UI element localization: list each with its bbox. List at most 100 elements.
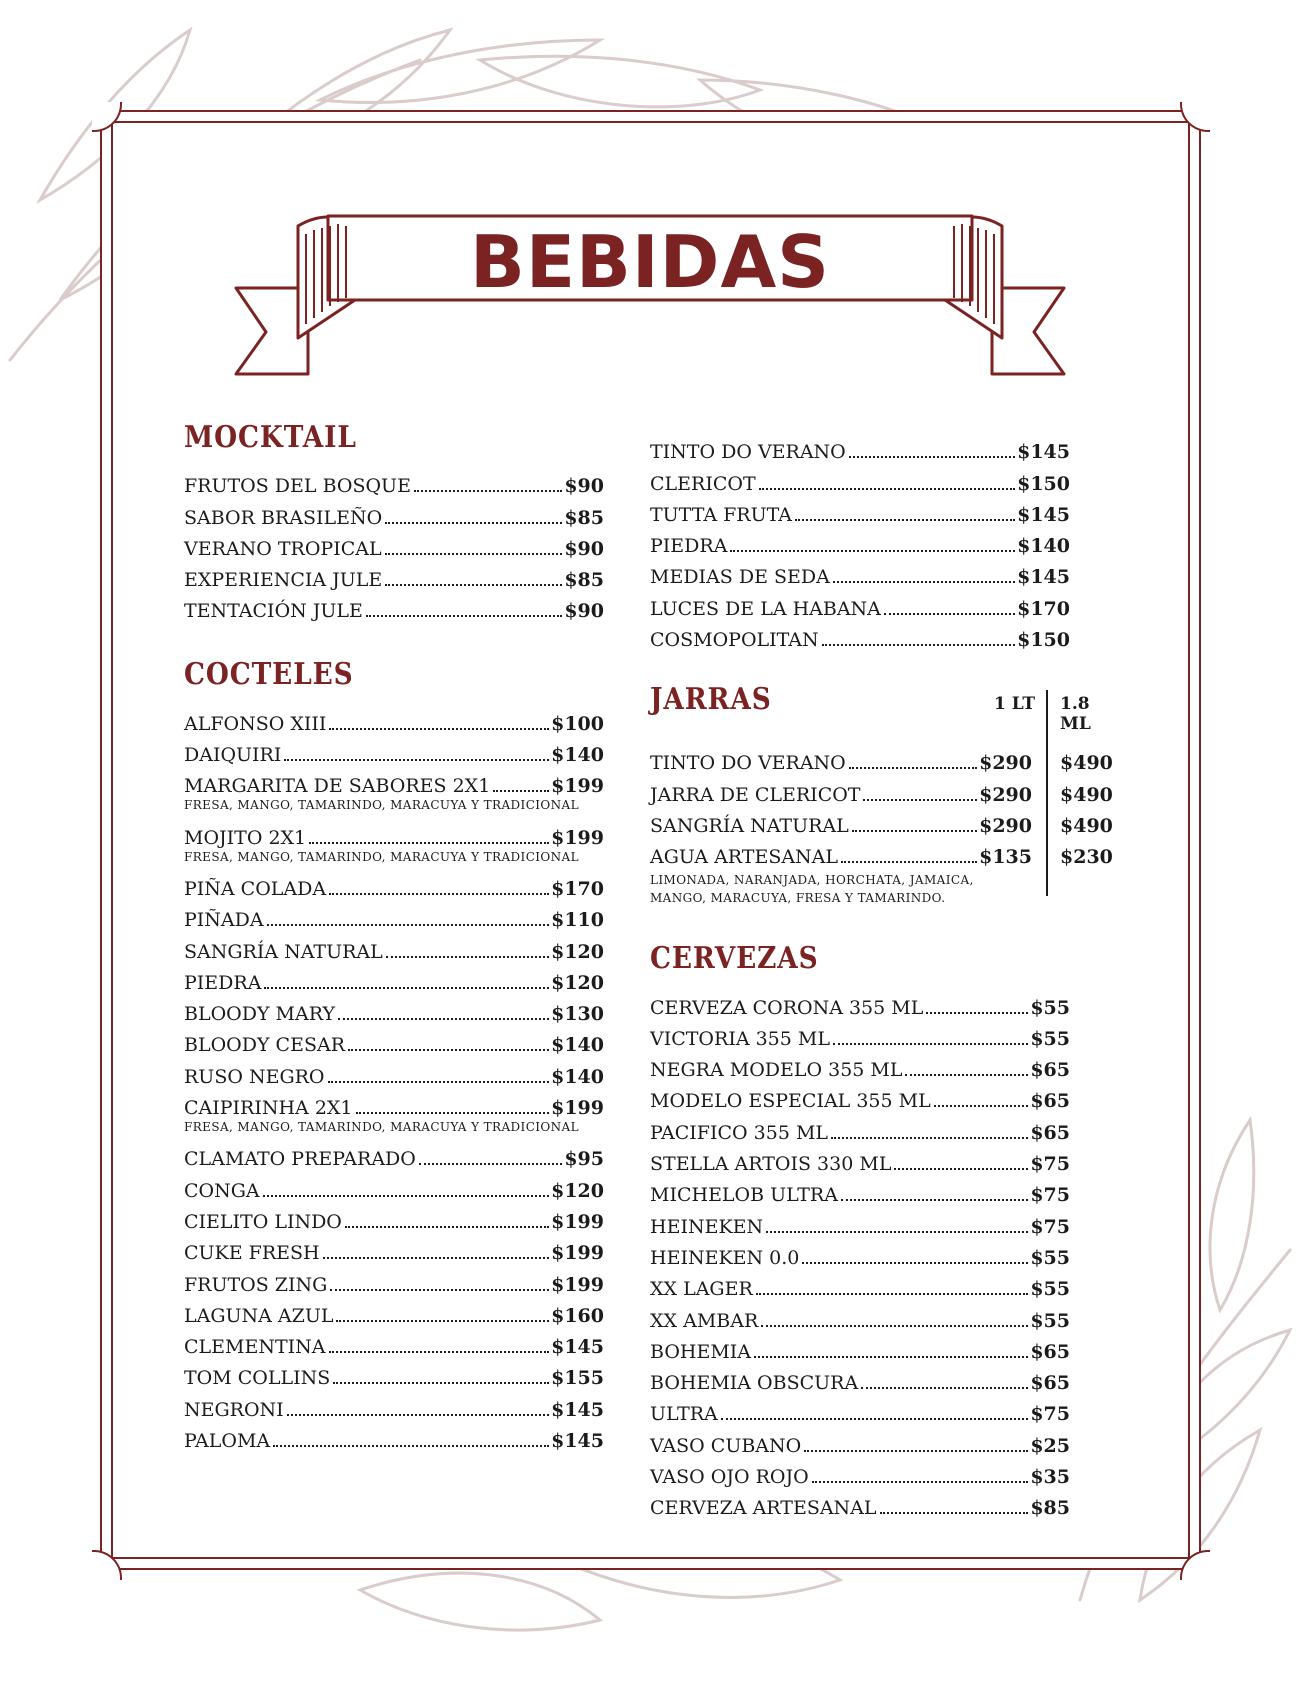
dot-leader <box>851 829 978 832</box>
item-price: $55 <box>1030 996 1070 1019</box>
dot-leader <box>883 612 1016 615</box>
menu-item: VICTORIA 355 ML$55 <box>650 1020 1070 1051</box>
section-cocteles-continued: TINTO DO VERANO$145 CLERICOT$150 TUTTA F… <box>650 433 1070 652</box>
menu-frame-inner <box>111 121 1190 1559</box>
dot-leader <box>365 615 563 618</box>
item-note: FRESA, MANGO, TAMARINDO, MARACUYA Y TRAD… <box>184 1120 579 1135</box>
item-name: ALFONSO XIII <box>184 712 327 735</box>
item-name: BOHEMIA OBSCURA <box>650 1372 859 1395</box>
item-name: XX AMBAR <box>650 1309 759 1332</box>
item-name: MODELO ESPECIAL 355 ML <box>650 1090 931 1113</box>
dot-leader <box>286 1413 550 1416</box>
size-column-label: 1 LT <box>994 694 1035 715</box>
item-name: MARGARITA DE SABORES 2X1 <box>184 775 491 798</box>
item-name: CAIPIRINHA 2X1 <box>184 1097 353 1120</box>
menu-item: CLEMENTINA$145 <box>184 1328 604 1359</box>
jarras-note: LIMONADA, NARANJADA, HORCHATA, JAMAICA, … <box>650 873 974 906</box>
item-price: $199 <box>551 1273 604 1296</box>
dot-leader <box>848 767 978 770</box>
item-price: $90 <box>564 600 604 623</box>
item-price: $199 <box>551 1210 604 1233</box>
item-price: $65 <box>1030 1121 1070 1144</box>
item-price: $65 <box>1030 1340 1070 1363</box>
item-name: MICHELOB ULTRA <box>650 1184 838 1207</box>
menu-item: XX LAGER$55 <box>650 1270 1070 1301</box>
dot-leader <box>841 861 978 864</box>
item-price: $199 <box>551 1097 604 1120</box>
item-name: VASO CUBANO <box>650 1434 802 1457</box>
dot-leader <box>329 727 550 730</box>
item-price: $155 <box>551 1367 604 1390</box>
item-price: $135 <box>979 846 1032 869</box>
dot-leader <box>905 1074 1029 1077</box>
item-price: $140 <box>551 1065 604 1088</box>
jarras-column-divider <box>1046 690 1048 896</box>
menu-item: SANGRÍA NATURAL$290$490 <box>650 807 1113 838</box>
menu-item: LUCES DE LA HABANA$170 <box>650 589 1070 620</box>
menu-item: EXPERIENCIA JULE$85 <box>184 561 604 592</box>
dot-leader <box>804 1449 1029 1452</box>
item-price: $290 <box>979 752 1032 775</box>
item-price-large: $230 <box>1060 846 1113 869</box>
dot-leader <box>840 1199 1029 1202</box>
item-price: $75 <box>1030 1153 1070 1176</box>
menu-item: MEDIAS DE SEDA$145 <box>650 558 1070 589</box>
dot-leader <box>755 1293 1029 1296</box>
menu-item: CIELITO LINDO$199 <box>184 1203 604 1234</box>
item-price: $199 <box>551 826 604 849</box>
item-name: XX LAGER <box>650 1278 753 1301</box>
menu-item: NEGRONI$145 <box>184 1390 604 1421</box>
dot-leader <box>831 1136 1029 1139</box>
item-name: CLERICOT <box>650 472 756 495</box>
dot-leader <box>418 1163 563 1166</box>
item-name: CUKE FRESH <box>184 1242 320 1265</box>
section-mocktail: MOCKTAIL FRUTOS DEL BOSQUE$90 SABOR BRAS… <box>184 420 604 623</box>
dot-leader <box>266 924 550 927</box>
menu-item: VASO OJO ROJO$35 <box>650 1458 1070 1489</box>
item-price-large: $490 <box>1060 783 1113 806</box>
menu-item: PACIFICO 355 ML$65 <box>650 1113 1070 1144</box>
dot-leader <box>802 1261 1029 1264</box>
dot-leader <box>384 552 563 555</box>
item-name: NEGRONI <box>184 1398 284 1421</box>
menu-item: CERVEZA ARTESANAL$85 <box>650 1489 1070 1520</box>
section-jarras: JARRAS 1 LT 1.8 ML TINTO DO VERANO$290$4… <box>650 682 1113 907</box>
dot-leader <box>879 1512 1029 1515</box>
item-price: $145 <box>1017 503 1070 526</box>
item-name: PIÑADA <box>184 909 264 932</box>
item-price: $110 <box>551 909 604 932</box>
jarras-header: JARRAS 1 LT 1.8 ML <box>650 682 1091 738</box>
item-price: $145 <box>551 1430 604 1453</box>
menu-item: XX AMBAR $55 <box>650 1301 1070 1332</box>
item-price: $140 <box>551 1034 604 1057</box>
dot-leader <box>264 986 550 989</box>
menu-item: PIÑA COLADA $170 <box>184 870 604 901</box>
item-name: CLEMENTINA <box>184 1336 326 1359</box>
dot-leader <box>262 1194 550 1197</box>
item-price: $170 <box>551 877 604 900</box>
item-name: VICTORIA 355 ML <box>650 1027 830 1050</box>
item-name: AGUA ARTESANAL <box>650 846 839 869</box>
dot-leader <box>863 798 978 801</box>
dot-leader <box>926 1011 1029 1014</box>
menu-item: JARRA DE CLERICOT$290$490 <box>650 775 1113 806</box>
item-price: $90 <box>564 537 604 560</box>
dot-leader <box>284 759 550 762</box>
item-name: TOM COLLINS <box>184 1367 331 1390</box>
dot-leader <box>794 518 1016 521</box>
menu-item: BOHEMIA$65 <box>650 1333 1070 1364</box>
section-cervezas: CERVEZAS CERVEZA CORONA 355 ML$55 VICTOR… <box>650 941 1070 1520</box>
item-name: BLOODY MARY <box>184 1003 335 1026</box>
menu-item: BLOODY MARY$130 <box>184 995 604 1026</box>
item-price: $160 <box>551 1304 604 1327</box>
item-price: $100 <box>551 712 604 735</box>
dot-leader <box>754 1355 1029 1358</box>
dot-leader <box>344 1225 550 1228</box>
menu-item: PIEDRA$140 <box>650 527 1070 558</box>
item-name: PIEDRA <box>184 971 262 994</box>
item-name: SANGRÍA NATURAL <box>184 940 383 963</box>
item-price: $25 <box>1030 1434 1070 1457</box>
item-price: $55 <box>1030 1309 1070 1332</box>
item-name: PIÑA COLADA <box>184 877 327 900</box>
